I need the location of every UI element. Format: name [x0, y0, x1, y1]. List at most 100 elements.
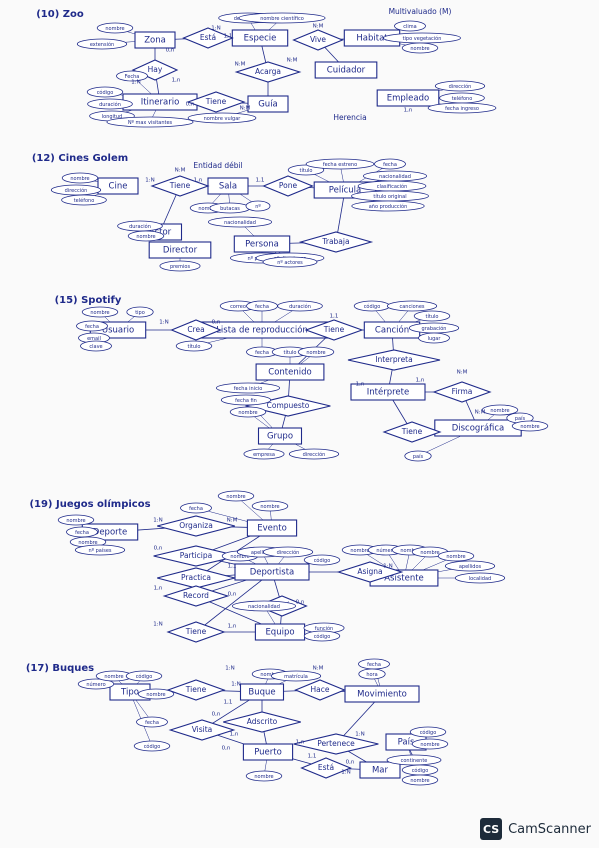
relationship-label: Trabaja — [321, 237, 349, 246]
attribute-label: teléfono — [74, 197, 95, 204]
cardinality-label: N:M — [313, 24, 324, 30]
entity-box — [247, 95, 289, 113]
cardinality-label: 1,n — [172, 78, 181, 84]
cardinality-label: 1:N — [231, 682, 240, 688]
relationship-label: Interpreta — [375, 355, 412, 364]
attribute-label: nº países — [88, 547, 111, 554]
entity-label: Sala — [219, 182, 237, 192]
attribute-label: código — [412, 767, 429, 774]
attribute-ellipse — [187, 112, 257, 124]
attribute-ellipse — [74, 544, 126, 556]
entity-box — [233, 235, 291, 253]
attribute-label: nº actores — [277, 260, 303, 266]
attribute-ellipse — [288, 448, 340, 460]
cardinality-label: 1,1 — [308, 754, 317, 760]
entity-label: Habitat — [356, 34, 388, 44]
entity-label: Asistente — [384, 574, 424, 584]
attribute-ellipse — [277, 300, 323, 312]
relationship-label: Record — [183, 591, 209, 600]
attribute-ellipse — [251, 500, 289, 512]
attribute-ellipse — [481, 404, 519, 416]
attribute-label: código — [314, 633, 331, 640]
attribute-ellipse — [243, 448, 285, 460]
attribute-label: título — [188, 343, 201, 350]
cardinality-label: 1,1 — [330, 314, 339, 320]
attribute-ellipse — [76, 38, 128, 50]
cardinality-label: 1:N — [341, 770, 350, 776]
cardinality-label: N:M — [475, 410, 486, 416]
entity-label: Cuidador — [327, 66, 366, 76]
relationship-diamond — [294, 679, 346, 701]
entity-label: Guía — [258, 100, 278, 110]
entity-label: Director — [163, 246, 198, 256]
attribute-label: año producción — [369, 203, 408, 210]
cardinality-label: 1:N — [153, 622, 162, 628]
attribute-label: clima — [403, 24, 416, 30]
attribute-label: fecha — [75, 530, 89, 536]
cardinality-label: 0,n — [228, 592, 237, 598]
attribute-label: fecha — [189, 506, 203, 512]
entity-box — [314, 61, 378, 79]
cardinality-label: 1,n — [154, 586, 163, 592]
attribute-label: nombre — [420, 742, 439, 748]
relationship-label: Hace — [311, 685, 330, 694]
attribute-label: nombre — [260, 672, 279, 678]
relationship-diamond — [304, 319, 364, 341]
cardinality-label: 1,1 — [228, 564, 237, 570]
attribute-label: tipo vegetación — [403, 35, 442, 42]
er-section-12: (12) Cines GolemCineSalaPelículaActorDir… — [32, 153, 429, 272]
relationship-label: Tiene — [185, 685, 207, 694]
attribute-label: Nº max visitantes — [128, 120, 173, 126]
attribute-label: nombre — [446, 554, 465, 560]
entity-box — [246, 519, 298, 537]
entity-label: Intérprete — [367, 387, 409, 398]
attribute-label: hora — [366, 672, 377, 678]
attribute-ellipse — [511, 420, 549, 432]
attribute-label: nombre — [146, 692, 165, 698]
attribute-label: nombre — [78, 540, 97, 546]
attribute-ellipse — [404, 450, 432, 462]
relationship-diamond — [166, 679, 226, 701]
relationship-diamond — [245, 395, 331, 417]
attribute-label: email — [87, 336, 101, 342]
entity-box — [148, 241, 212, 259]
cardinality-label: 0,n — [186, 102, 195, 108]
relationship-label: Vive — [310, 35, 326, 44]
attribute-ellipse — [413, 310, 451, 322]
cardinality-label: 1,n — [230, 732, 239, 738]
entity-box — [254, 623, 306, 641]
relationship-label: Tiene — [323, 325, 345, 334]
relationship-label: Organiza — [179, 521, 213, 530]
relationship-label: Tiene — [401, 427, 423, 436]
attribute-ellipse — [159, 260, 201, 272]
attribute-label: país — [515, 415, 526, 422]
attribute-label: fecha — [367, 662, 381, 668]
attribute-label: fecha — [145, 720, 159, 726]
attribute-ellipse — [229, 406, 267, 418]
attribute-label: nombre — [400, 548, 419, 554]
attribute-label: nombre vulgar — [204, 116, 242, 122]
attribute-label: apellidos — [251, 550, 274, 556]
attribute-ellipse — [386, 300, 438, 312]
cardinality-label: N:M — [175, 168, 186, 174]
attribute-label: nombre — [136, 234, 155, 240]
attribute-ellipse — [270, 670, 322, 682]
section-title: (19) Juegos olímpicos — [29, 498, 150, 510]
attribute-ellipse — [262, 546, 314, 558]
attribute-ellipse — [175, 340, 213, 352]
entity-box — [242, 743, 294, 761]
relationship-label: Hay — [148, 65, 163, 74]
cardinality-label: 1:N — [131, 80, 140, 86]
entity-label: Discográfica — [452, 424, 505, 434]
entity-label: Buque — [248, 688, 275, 698]
attribute-ellipse — [125, 670, 163, 682]
annotation-label: Multivaluado (M) — [389, 7, 452, 16]
attribute-ellipse — [207, 216, 272, 228]
relationship-diamond — [347, 349, 441, 371]
section-title: (15) Spotify — [55, 295, 122, 306]
attribute-label: dirección — [449, 83, 472, 90]
attribute-label: canciones — [399, 304, 424, 310]
